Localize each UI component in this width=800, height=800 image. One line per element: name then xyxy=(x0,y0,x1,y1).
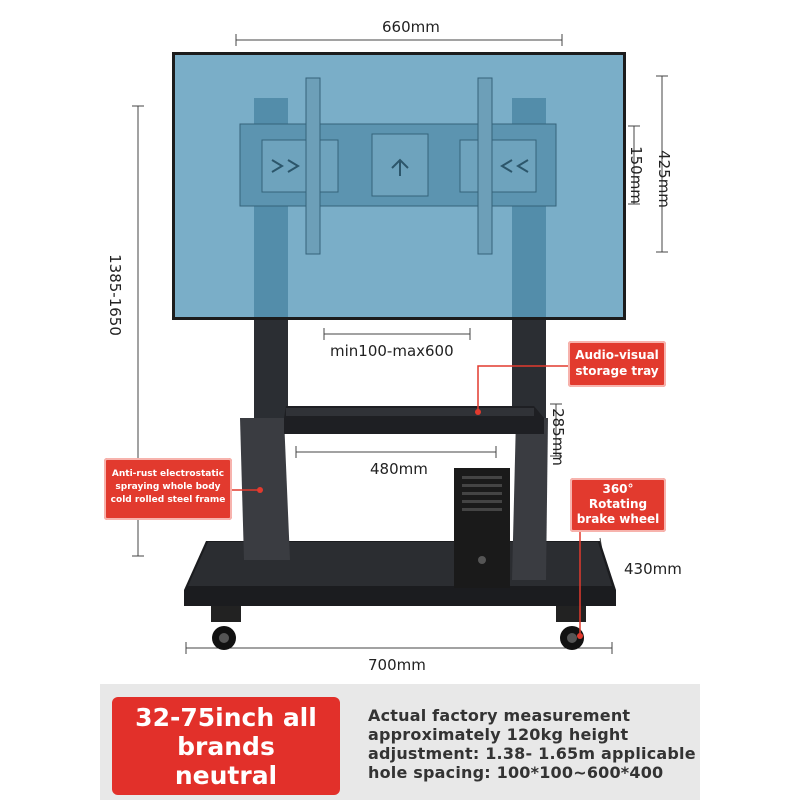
tray-width-label: 480mm xyxy=(370,460,428,478)
mounting-bracket xyxy=(239,77,557,255)
badge-line-2: brands xyxy=(177,731,275,761)
tray-callout: Audio-visual storage tray xyxy=(568,341,666,387)
lower-leg-left xyxy=(240,418,290,560)
callout-connectors xyxy=(230,365,581,636)
frame-callout: Anti-rust electrostatic spraying whole b… xyxy=(104,458,232,520)
compatibility-badge: 32-75inch all brands neutral xyxy=(112,697,340,795)
wheel-callout: 360° Rotating brake wheel xyxy=(570,478,666,532)
total-height-label: 1385-1650 xyxy=(106,254,124,336)
top-width-label: 660mm xyxy=(382,18,440,36)
spec-line-4: hole spacing: 100*100~600*400 xyxy=(368,763,664,782)
panel-height-label: 425mm xyxy=(655,150,673,208)
lower-leg-right xyxy=(512,418,548,580)
tray-height-label: 285mm xyxy=(549,408,567,466)
bracket-height-label: 150mm xyxy=(627,146,645,204)
badge-line-1: 32-75inch all xyxy=(135,702,317,732)
vesa-range-label: min100-max600 xyxy=(330,342,454,360)
wheel-right xyxy=(556,606,586,650)
badge-line-3: neutral xyxy=(174,760,278,790)
base-width-label: 700mm xyxy=(368,656,426,674)
spec-line-2: approximately 120kg height xyxy=(368,725,629,744)
spec-line-1: Actual factory measurement xyxy=(368,706,631,725)
wheel-left xyxy=(211,606,241,650)
pc-tower-illustration xyxy=(454,468,510,588)
spec-line-3: adjustment: 1.38- 1.65m applicable xyxy=(368,744,696,763)
spec-text: Actual factory measurement approximately… xyxy=(368,706,698,782)
base-depth-label: 430mm xyxy=(624,560,682,578)
